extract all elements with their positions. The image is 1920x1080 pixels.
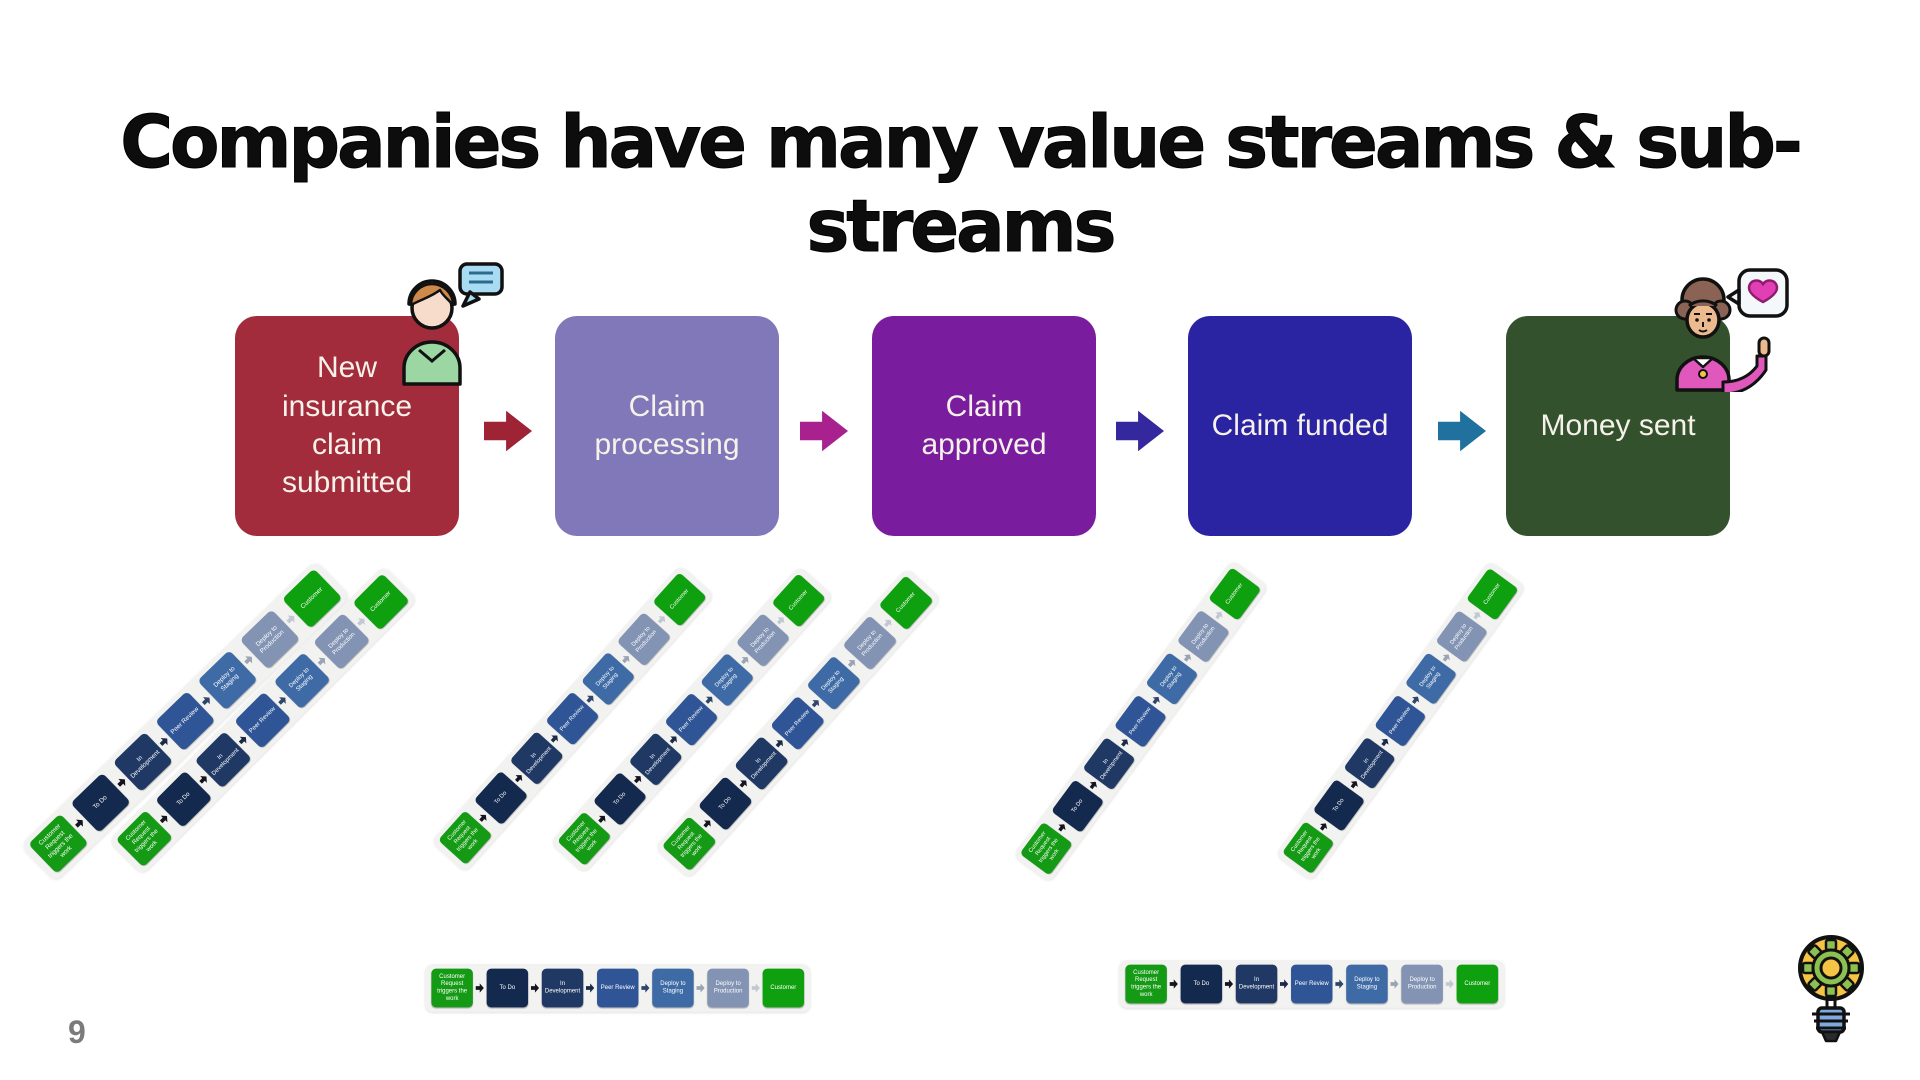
substage-deploy-to-production: Deploy to Production: [707, 968, 749, 1008]
mini-arrow-icon: [1280, 979, 1289, 989]
stage-claim-processing: Claim processing: [555, 316, 779, 536]
slide-title: Companies have many value streams & sub-…: [120, 100, 1804, 269]
page-number: 9: [68, 1014, 86, 1050]
substage-customer: Customer: [1456, 964, 1499, 1004]
substage-peer-review: Peer Review: [1291, 964, 1333, 1004]
substage-peer-review: Peer Review: [597, 968, 639, 1008]
substage-customer-request-triggers-the-work: Customer Request triggers the work: [1019, 821, 1073, 876]
sub-stream-strip: Customer Request triggers the work To Do I…: [425, 964, 811, 1012]
substage-deploy-to-staging: Deploy to Staging: [652, 968, 694, 1008]
flow-arrow-icon: [484, 410, 532, 452]
person-heart-bubble-icon: [1674, 268, 1789, 392]
mini-arrow-icon: [751, 983, 760, 993]
sub-stream-strip: Customer Request triggers the work To Do I…: [1119, 960, 1505, 1008]
lightbulb-gear-icon: [1798, 935, 1864, 1043]
mini-arrow-icon: [1169, 979, 1178, 989]
mini-arrow-icon: [475, 983, 484, 993]
mini-arrow-icon: [1390, 979, 1399, 989]
mini-arrow-icon: [586, 983, 595, 993]
flow-arrow-icon: [800, 410, 848, 452]
stage-money-sent: Money sent: [1506, 316, 1730, 536]
flow-arrow-icon: [1438, 410, 1486, 452]
mini-arrow-icon: [1335, 979, 1344, 989]
mini-arrow-icon: [641, 983, 650, 993]
person-speech-bubble-icon: [402, 262, 504, 386]
mini-arrow-icon: [1445, 979, 1454, 989]
stage-claim-approved: Claim approved: [872, 316, 1096, 536]
substage-customer-request-triggers-the-work: Customer Request triggers the work: [1125, 964, 1167, 1004]
flow-arrow-icon: [1116, 410, 1164, 452]
substage-in-development: In Development: [541, 968, 584, 1008]
substage-deploy-to-production: Deploy to Production: [1401, 964, 1443, 1004]
stage-claim-funded: Claim funded: [1188, 316, 1412, 536]
substage-to-do: To Do: [486, 968, 529, 1008]
substage-deploy-to-staging: Deploy to Staging: [1346, 964, 1388, 1004]
substage-in-development: In Development: [1235, 964, 1278, 1004]
mini-arrow-icon: [530, 983, 540, 993]
mini-arrow-icon: [696, 983, 705, 993]
substage-to-do: To Do: [1180, 964, 1223, 1004]
mini-arrow-icon: [1224, 979, 1234, 989]
substage-customer-request-triggers-the-work: Customer Request triggers the work: [1281, 821, 1335, 875]
substage-customer: Customer: [762, 968, 805, 1008]
substage-customer-request-triggers-the-work: Customer Request triggers the work: [431, 968, 473, 1008]
